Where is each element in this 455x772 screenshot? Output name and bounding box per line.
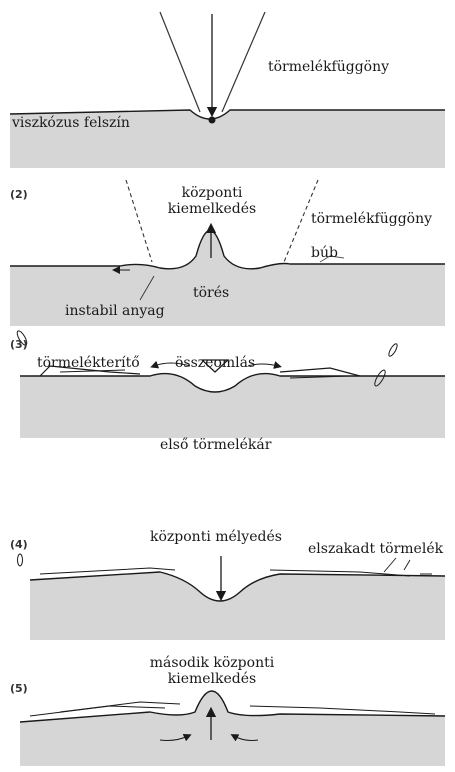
panel-1-impactor [209, 117, 216, 124]
panel-4-detached-label: elszakadt törmelék [308, 542, 443, 557]
panel-3-number: (3) [10, 338, 28, 351]
panel-5-ground [20, 691, 445, 766]
panel-3-apron-label: törmelékterítő [37, 356, 140, 371]
panel-4-number: (4) [10, 538, 28, 551]
panel-3-apron-right [280, 368, 360, 376]
panel-1-curtain-label: törmelékfüggöny [268, 60, 389, 75]
panel-2-uplift-label-line2: kiemelkedés [162, 202, 262, 217]
panel-4-detached [384, 558, 432, 574]
panel-4-ejecta [18, 554, 23, 566]
panel-2-fracture-label: törés [193, 286, 229, 301]
panel-3-ground [20, 374, 445, 438]
panel-2-unstable-label: instabil anyag [65, 304, 165, 319]
panel-4 [18, 554, 446, 640]
panel-5 [20, 691, 445, 766]
panel-4-depression-label: központi mélyedés [150, 530, 282, 545]
panel-1 [10, 12, 445, 168]
panel-3-collapse-label: összeomlás [175, 356, 255, 371]
panel-2-bulge-label: búb [311, 246, 338, 261]
panel-3-ejecta-right-1 [387, 343, 398, 358]
panel-3 [15, 330, 445, 438]
panel-5-number: (5) [10, 682, 28, 695]
panel-5-layer-3 [250, 706, 435, 714]
panel-1-surface-label: viszkózus felszín [12, 116, 130, 131]
panel-2-number: (2) [10, 188, 28, 201]
panel-4-ground [30, 572, 445, 640]
panel-1-curtain-left [160, 12, 200, 112]
panel-1-curtain-right [222, 12, 265, 112]
panel-5-uplift-label-line1: második központi [132, 656, 292, 671]
panel-2-uplift-label-line1: központi [162, 186, 262, 201]
panel-2-curtain-label: törmelékfüggöny [311, 212, 432, 227]
panel-3-flow-label: első törmelékár [160, 438, 271, 453]
panel-2-curtain-left [126, 180, 152, 262]
panel-5-uplift-label-line2: kiemelkedés [132, 672, 292, 687]
